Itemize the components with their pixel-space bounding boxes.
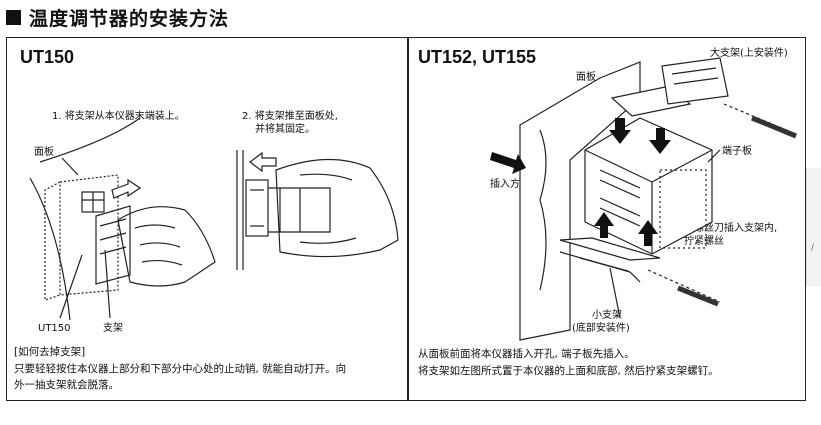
side-scroll-tab[interactable]: / (806, 168, 821, 286)
side-tab-label: / (811, 243, 815, 253)
insert-direction-label: 插入方向 (490, 179, 530, 190)
panel-divider (407, 37, 409, 401)
left-panel-label: 面板 (34, 147, 54, 158)
note-title: [如何去掉支架] (14, 346, 86, 358)
right-panel-title: UT152, UT155 (418, 47, 537, 67)
screwdriver-label-line1: 将螺丝刀插入支架内, (684, 223, 778, 234)
step2-text-line2: 并将其固定。 (255, 124, 315, 135)
ut150-label: UT150 (38, 323, 71, 334)
screwdriver-label-line2: 拧紧螺丝 (684, 236, 724, 247)
content-frame (6, 37, 806, 401)
page-title: 温度调节器的安装方法 (29, 7, 230, 30)
terminal-board-label: 端子板 (722, 146, 752, 157)
heading-square-icon (6, 9, 21, 25)
step2-text-line1: 2. 将支架推至面板处, (242, 111, 338, 122)
note-line2: 外一抽支架就会脱落。 (14, 379, 119, 391)
bracket-label: 支架 (103, 323, 123, 334)
page-heading: 温度调节器的安装方法 (6, 4, 229, 30)
small-bracket-label-line2: (底部安装件) (572, 323, 630, 334)
small-bracket-label-line1: 小支架 (592, 310, 622, 321)
left-panel-title: UT150 (20, 47, 75, 67)
right-caption-line1: 从面板前面将本仪器插入开孔, 端子板先插入。 (418, 348, 635, 360)
step1-text: 1. 将支架从本仪器末端装上。 (52, 111, 185, 122)
right-panel-label: 面板 (576, 72, 596, 83)
right-caption-line2: 将支架如左图所式置于本仪器的上面和底部, 然后拧紧支架螺钉。 (418, 365, 719, 377)
large-bracket-label: 大支架(上安装件) (710, 48, 788, 59)
note-line1: 只要轻轻按住本仪器上部分和下部分中心处的止动销, 就能自动打开。向 (14, 363, 347, 375)
